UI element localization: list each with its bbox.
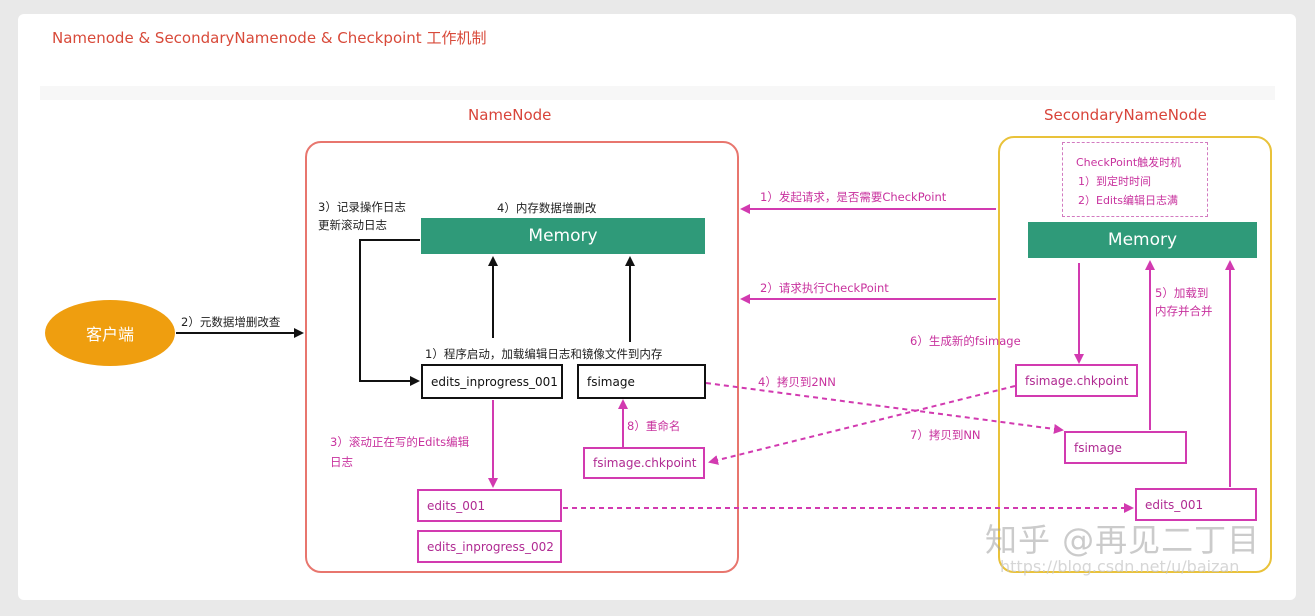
copy-fsimage-arrow bbox=[705, 382, 1064, 434]
diagram-card bbox=[18, 14, 1296, 600]
secondary-namenode-title: SecondaryNameNode bbox=[1044, 106, 1207, 124]
checkpoint-trigger-2: 2）Edits编辑日志满 bbox=[1078, 194, 1179, 207]
checkpoint-trigger-1: 1）到定时时间 bbox=[1078, 175, 1151, 188]
roll-label-line2: 日志 bbox=[330, 455, 353, 469]
exec-checkpoint-label: 2）请求执行CheckPoint bbox=[760, 281, 889, 295]
fsimage-box: fsimage bbox=[577, 364, 706, 399]
checkpoint-trigger-box bbox=[1062, 142, 1208, 217]
log-label-line1: 3）记录操作日志 bbox=[318, 200, 406, 214]
edits-inprogress-001-box: edits_inprogress_001 bbox=[421, 364, 563, 399]
secondary-memory-label: Memory bbox=[1107, 230, 1178, 250]
checkpoint-trigger-title: CheckPoint触发时机 bbox=[1076, 156, 1182, 169]
nn-edits-001-label: edits_001 bbox=[427, 498, 486, 513]
secondary-namenode-container bbox=[998, 136, 1272, 573]
header-band bbox=[40, 86, 1275, 100]
namenode-title: NameNode bbox=[468, 106, 552, 124]
copy-to-nn-label: 7）拷贝到NN bbox=[910, 428, 981, 442]
request-checkpoint-label: 1）发起请求，是否需要CheckPoint bbox=[760, 190, 947, 204]
client-label: 客户端 bbox=[85, 325, 134, 344]
generate-fsimage-label: 6）生成新的fsimage bbox=[910, 334, 1021, 348]
load-label: 1）程序启动，加载编辑日志和镜像文件到内存 bbox=[425, 347, 663, 361]
client-arrow-label: 2）元数据增删改查 bbox=[181, 315, 281, 329]
snn-fsimage-label: fsimage bbox=[1074, 440, 1122, 455]
copy-to-2nn-label: 4）拷贝到2NN bbox=[758, 375, 836, 389]
watermark-main: 知乎 @再见二丁目 bbox=[985, 521, 1261, 559]
copy-chkpoint-arrow bbox=[708, 385, 1016, 465]
diagram-title: Namenode & SecondaryNamenode & Checkpoin… bbox=[52, 29, 487, 47]
edits-inprogress-002-label: edits_inprogress_002 bbox=[427, 539, 554, 554]
rename-label: 8）重命名 bbox=[627, 419, 681, 433]
load-merge-label-line2: 内存并合并 bbox=[1155, 304, 1213, 318]
client-node: 客户端 bbox=[45, 300, 175, 366]
fsimage-label: fsimage bbox=[587, 374, 635, 389]
snn-edits-001-box: edits_001 bbox=[1135, 488, 1257, 521]
namenode-container bbox=[305, 141, 739, 573]
snn-fsimage-chkpoint-box: fsimage.chkpoint bbox=[1015, 364, 1138, 397]
edits-inprogress-002-box: edits_inprogress_002 bbox=[417, 530, 562, 563]
nn-fsimage-chkpoint-box: fsimage.chkpoint bbox=[583, 447, 705, 479]
log-label-line2: 更新滚动日志 bbox=[318, 218, 387, 232]
nn-edits-001-box: edits_001 bbox=[417, 489, 562, 522]
snn-fsimage-chkpoint-label: fsimage.chkpoint bbox=[1025, 373, 1129, 388]
nn-fsimage-chkpoint-label: fsimage.chkpoint bbox=[593, 456, 697, 470]
memory-label: 4）内存数据增删改 bbox=[497, 201, 597, 215]
secondary-memory: Memory bbox=[1028, 222, 1257, 258]
log-loop-arrow bbox=[359, 239, 420, 386]
edits-inprogress-001-label: edits_inprogress_001 bbox=[431, 374, 558, 389]
roll-label-line1: 3）滚动正在写的Edits编辑 bbox=[330, 435, 470, 449]
snn-fsimage-box: fsimage bbox=[1064, 431, 1187, 464]
watermark-url: https://blog.csdn.net/u/baizan bbox=[1000, 557, 1240, 576]
load-merge-label-line1: 5）加载到 bbox=[1155, 286, 1209, 300]
namenode-memory-label: Memory bbox=[528, 226, 598, 246]
snn-edits-001-label: edits_001 bbox=[1145, 497, 1204, 512]
namenode-memory: Memory bbox=[421, 218, 705, 254]
